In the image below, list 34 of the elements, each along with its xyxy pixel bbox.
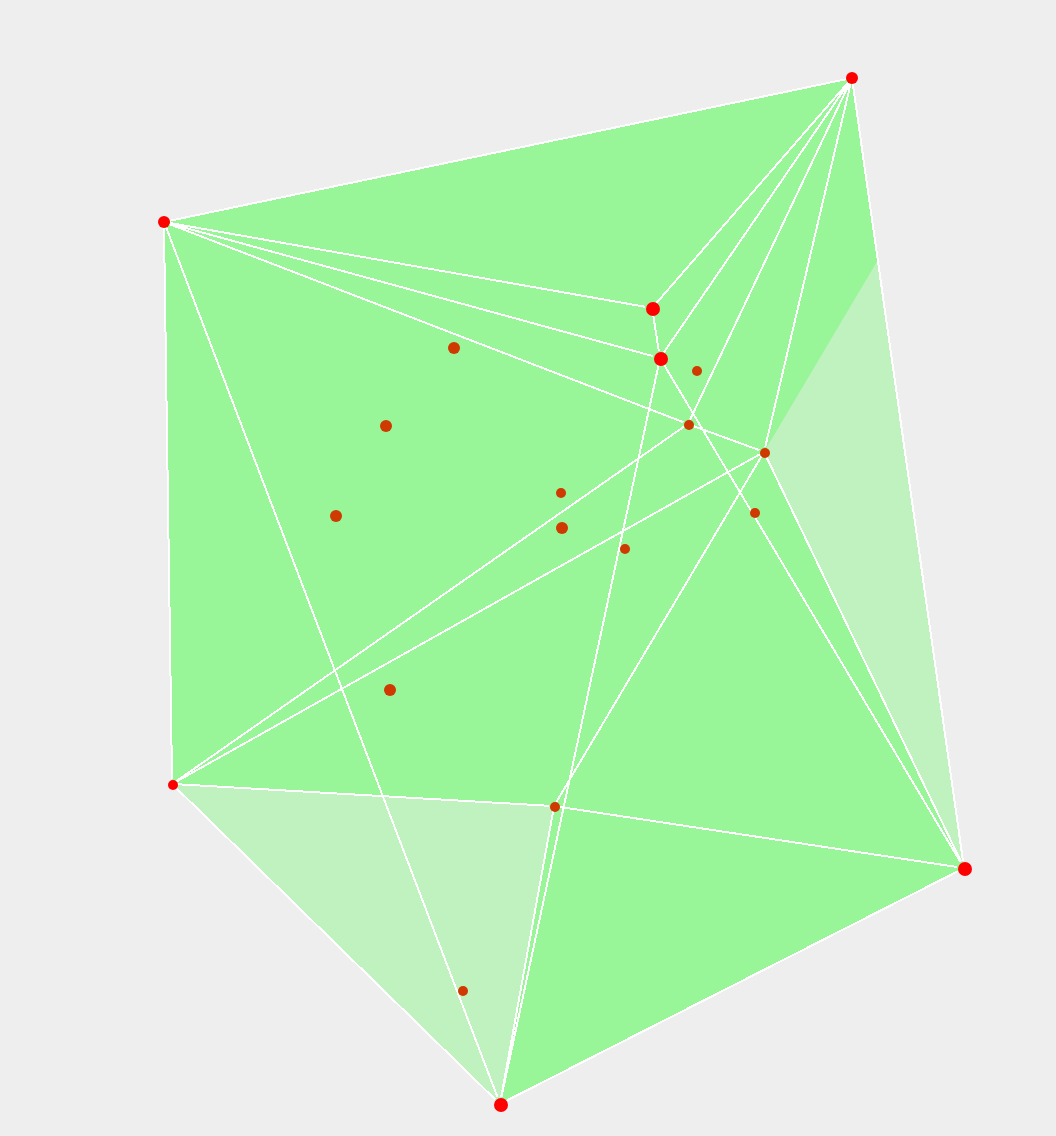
hull-edge [662, 363, 962, 863]
hull-edge [851, 83, 964, 862]
hull-edge [168, 78, 848, 222]
point-dot [619, 543, 629, 553]
hull-edge [765, 455, 962, 863]
hull-edge [555, 455, 763, 803]
hull-edge [691, 424, 761, 452]
hull-edge [174, 786, 496, 1101]
point-dot [846, 72, 858, 84]
hull-edge [176, 783, 550, 807]
hull-edge [163, 227, 173, 780]
point-dot [457, 985, 467, 995]
point-dot [759, 447, 769, 457]
hull-edge [505, 870, 959, 1102]
hull-edge [500, 363, 660, 1099]
point-dot [549, 801, 559, 811]
point-dot [683, 419, 693, 429]
hull-edge [689, 82, 851, 421]
point-dot [691, 365, 701, 375]
hull-edge [764, 82, 852, 449]
hull-edge [500, 810, 555, 1099]
hull-edge [655, 81, 849, 304]
point-dot [749, 507, 759, 517]
hull-edge [168, 223, 685, 424]
hull-edge [165, 226, 499, 1099]
point-dot [158, 216, 170, 228]
hull-edge [558, 805, 958, 868]
point-dot [555, 487, 565, 497]
hull-edge [652, 314, 660, 352]
hull-edge [169, 222, 647, 308]
hull-edge [175, 425, 685, 783]
hull-edge [175, 453, 761, 783]
hull-edge [663, 82, 850, 354]
point-dot [167, 779, 177, 789]
